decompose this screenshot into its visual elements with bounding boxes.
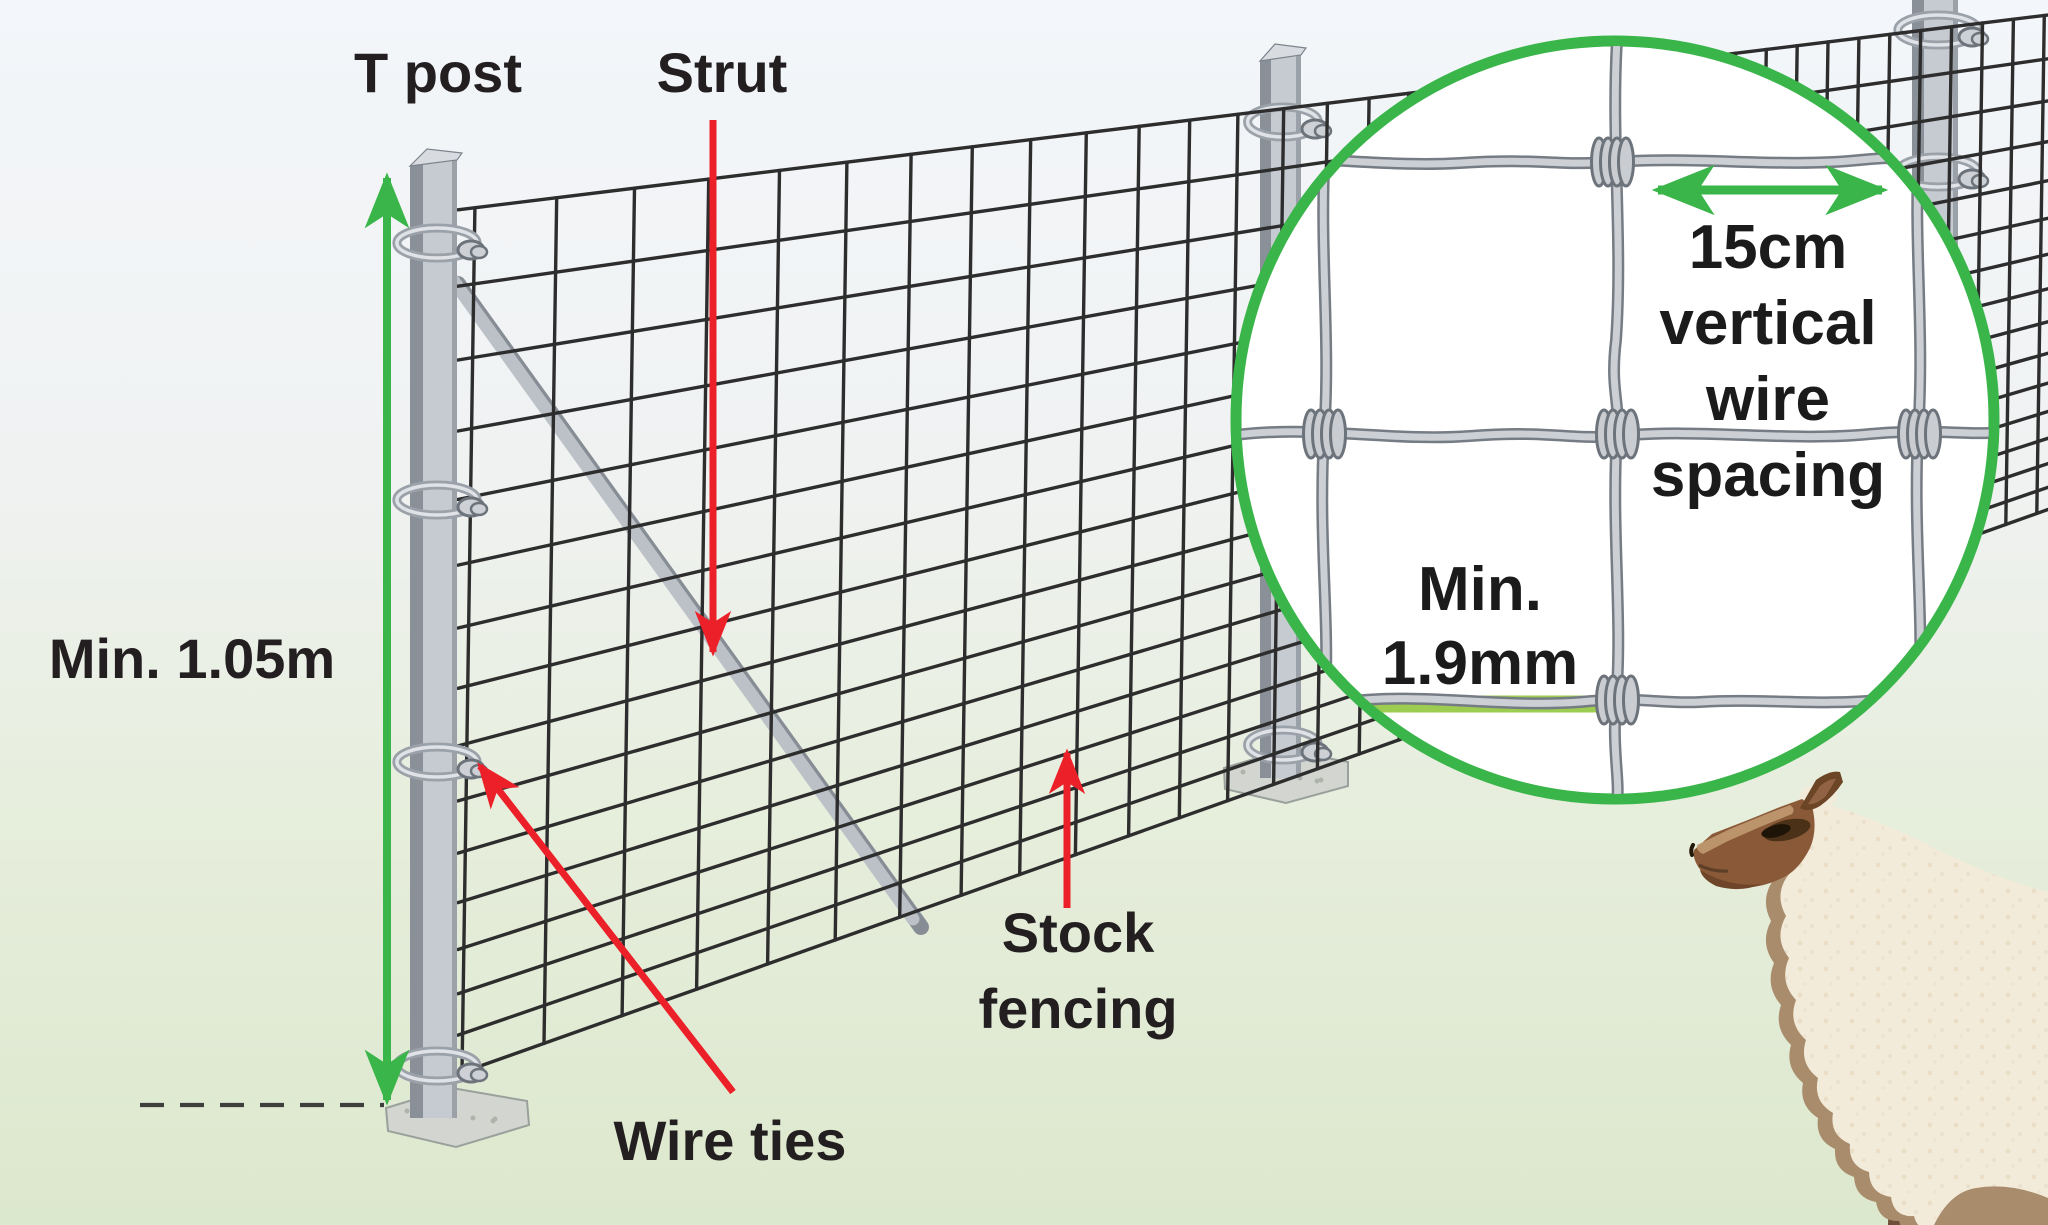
wool-texture <box>1780 799 2048 1225</box>
mesh-vertical-wire <box>2004 17 2016 527</box>
sheep-mouth <box>1698 863 1729 873</box>
plate-speckle <box>1318 777 1324 783</box>
strut-label: Strut <box>657 41 788 104</box>
wire-ties-label: Wire ties <box>614 1109 847 1172</box>
mesh-vertical-wire <box>2035 13 2047 516</box>
knot-coil <box>1924 408 1942 460</box>
plate-speckle <box>1314 778 1320 784</box>
plate-speckle <box>490 1118 496 1124</box>
mesh-vertical-wire <box>959 145 974 897</box>
mesh-vertical-wire <box>542 195 559 1046</box>
mesh-vertical-wire <box>694 177 711 991</box>
stock-fencing-label-line2: fencing <box>978 977 1177 1040</box>
post-top-cap <box>408 148 464 167</box>
knot-coil <box>1329 408 1347 460</box>
spacing-label-line4: spacing <box>1651 441 1885 510</box>
plate-speckle <box>404 1108 410 1114</box>
magnified-wire-detail-inset: 15cm vertical wire spacing Min. 1.9mm <box>1230 35 2000 805</box>
mesh-vertical-wire <box>1073 131 1089 857</box>
spacing-label-line3: wire <box>1705 365 1830 434</box>
wire-gauge-label-line1: Min. <box>1418 555 1542 624</box>
sheep-head <box>1689 771 1843 890</box>
sheep-ear-inner <box>1808 778 1836 805</box>
wire-gauge-label-line2: 1.9mm <box>1382 629 1578 698</box>
mesh-vertical-wire <box>1177 118 1192 820</box>
mesh-horizontal-wire <box>456 13 2048 212</box>
wire-knots <box>1302 136 1942 726</box>
sheep-nostril <box>1689 843 1695 857</box>
t-post-label: T post <box>354 41 522 104</box>
mesh-vertical-wire <box>1126 124 1141 838</box>
wire-tie-knot <box>469 1067 489 1083</box>
wire-tie-knot <box>469 244 489 260</box>
knot-coil <box>1622 674 1640 726</box>
post-top-cap <box>1258 43 1308 62</box>
stock-fencing-label-line1: Stock <box>1002 901 1155 964</box>
wire-knot <box>1302 408 1347 460</box>
spacing-label-line2: vertical <box>1659 289 1876 358</box>
wire-tie-knot <box>469 501 489 517</box>
mesh-vertical-wire <box>1018 137 1033 877</box>
mesh-vertical-wire <box>620 186 637 1018</box>
post-face <box>423 157 457 1118</box>
mesh-vertical-wire <box>460 205 477 1075</box>
plate-speckle <box>470 1115 476 1121</box>
plate-speckle <box>1240 769 1246 775</box>
sheep <box>1689 771 2048 1225</box>
wire-knot <box>1595 408 1640 460</box>
mesh-vertical-wire <box>833 160 849 942</box>
sheep-chin-shade <box>1700 870 1762 890</box>
knot-coil <box>1617 136 1635 188</box>
wire-knot <box>1897 408 1942 460</box>
wire-knot <box>1590 136 1635 188</box>
wire-knot <box>1595 674 1640 726</box>
sheep-wool <box>1780 799 2048 1225</box>
mesh-vertical-wire <box>898 152 913 919</box>
sheep-snout-highlight <box>1696 805 1794 854</box>
post-edge <box>452 157 457 1118</box>
min-height-label: Min. 1.05m <box>49 627 335 690</box>
spacing-label-line1: 15cm <box>1689 213 1848 282</box>
sheep-eye <box>1761 824 1791 838</box>
post-flange <box>410 165 423 1118</box>
wire-tie-knot <box>1970 31 1990 47</box>
wire-ties-pointer-arrow <box>477 762 736 1095</box>
mesh-vertical-wire <box>765 168 782 966</box>
knot-coil <box>1622 408 1640 460</box>
